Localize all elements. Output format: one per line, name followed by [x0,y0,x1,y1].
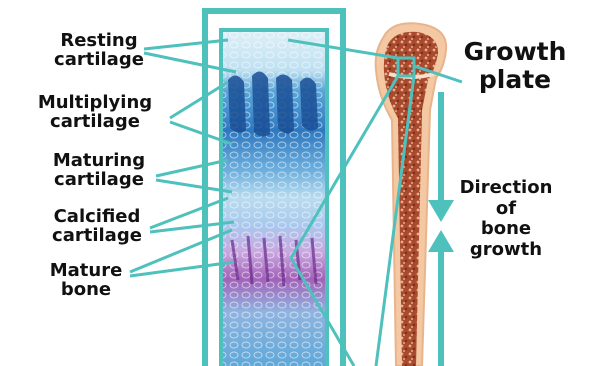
label-multiplying-cartilage: Multiplying cartilage [28,94,162,132]
label-maturing-cartilage: Maturing cartilage [44,152,154,190]
label-growth-plate: Growth plate [452,38,578,93]
label-mature-bone: Mature bone [44,262,128,300]
label-direction-of-bone-growth: Direction of bone growth [446,178,566,261]
label-resting-cartilage: Resting cartilage [44,32,154,70]
label-calcified-cartilage: Calcified cartilage [40,208,154,246]
